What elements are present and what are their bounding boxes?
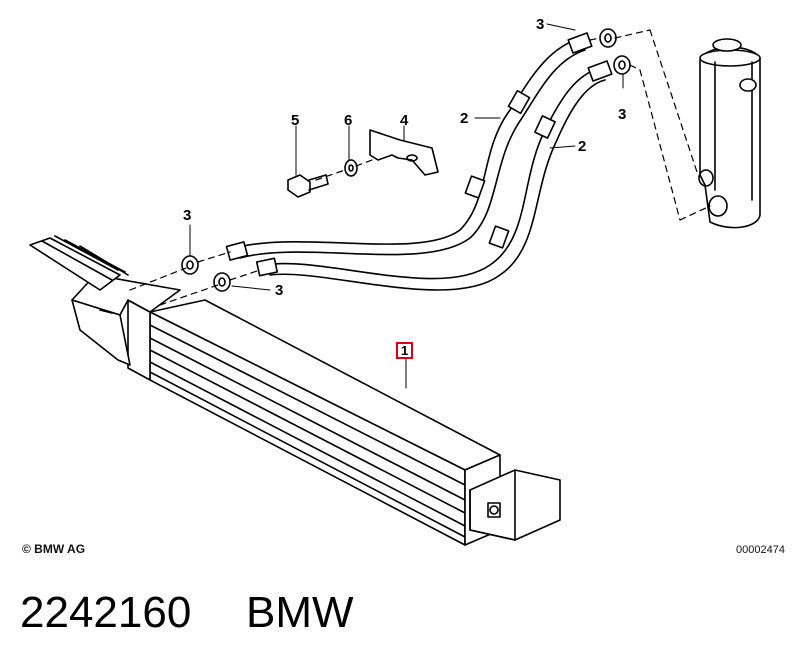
oil-hose-lower — [255, 60, 613, 291]
callout-4: 4 — [400, 112, 409, 129]
callout-3-left: 3 — [183, 207, 192, 224]
callout-2-right: 2 — [578, 138, 587, 155]
washer — [344, 159, 358, 177]
callout-2-left: 2 — [460, 110, 469, 127]
callout-3-top: 3 — [536, 16, 545, 33]
callout-3-right: 3 — [618, 106, 627, 123]
diagram-number: 00002474 — [736, 544, 785, 556]
oil-filter-housing — [698, 38, 761, 229]
leader-lines — [189, 23, 624, 291]
callout-5: 5 — [291, 112, 300, 129]
oil-hose-upper — [225, 32, 593, 261]
seal-rings — [181, 28, 631, 292]
connection-lines — [129, 29, 711, 306]
hose-clamp — [369, 129, 439, 176]
brand-name: BMW — [246, 588, 354, 637]
callout-3-bottom: 3 — [275, 282, 284, 299]
oil-cooler — [29, 235, 561, 546]
copyright-text: © BMW AG — [22, 542, 86, 556]
callout-6: 6 — [344, 112, 353, 129]
part-number: 2242160 — [20, 588, 192, 637]
callout-1-highlighted[interactable]: 1 — [396, 342, 414, 359]
